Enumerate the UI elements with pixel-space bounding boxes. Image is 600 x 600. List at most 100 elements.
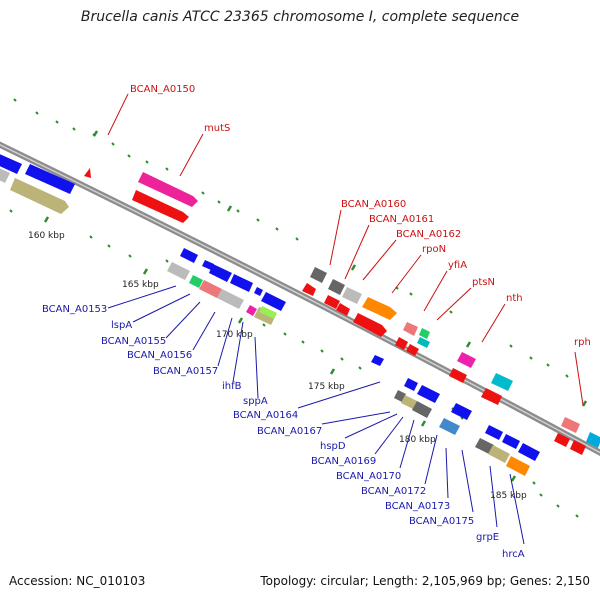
accession-text: Accession: NC_010103 <box>9 574 146 588</box>
gene-sppa[interactable] <box>261 292 286 311</box>
gene-a0156[interactable] <box>199 280 222 298</box>
label-bcan-a0167[interactable]: BCAN_A0167 <box>257 426 322 437</box>
gene-grpe-b[interactable] <box>488 445 510 463</box>
gene-yfia-b[interactable] <box>395 337 408 350</box>
gene-hrca-c[interactable] <box>518 443 540 461</box>
gene-a0167[interactable] <box>371 355 384 366</box>
gene-a0155[interactable] <box>209 264 232 282</box>
label-hspd[interactable]: hspD <box>320 441 346 452</box>
scale-label-165kbp: 165 kbp <box>122 280 159 290</box>
label-ihfb[interactable]: ihfB <box>222 381 242 392</box>
gene-a0161b[interactable] <box>324 295 340 309</box>
label-bcan-a0160[interactable]: BCAN_A0160 <box>341 199 406 210</box>
label-bcan-a0173[interactable]: BCAN_A0173 <box>385 501 450 512</box>
scale-label-170kbp: 170 kbp <box>216 330 253 340</box>
gene-yfia[interactable] <box>403 322 418 336</box>
label-bcan-a0172[interactable]: BCAN_A0172 <box>361 486 426 497</box>
gene-yfia-c[interactable] <box>406 344 419 356</box>
gene-ihfb[interactable] <box>254 287 263 296</box>
gene-a0155b[interactable] <box>230 274 253 292</box>
scale-label-160kbp: 160 kbp <box>28 231 65 241</box>
label-bcan-a0169[interactable]: BCAN_A0169 <box>311 456 376 467</box>
gene-ptsn-b[interactable] <box>417 337 430 348</box>
gene-hrca-b[interactable] <box>502 434 520 449</box>
gene-left-blue[interactable] <box>0 152 22 174</box>
gene-hspd-b[interactable] <box>417 385 440 403</box>
outer-major-ticks <box>92 130 588 407</box>
gene-nth-c[interactable] <box>481 388 502 405</box>
label-muts[interactable]: mutS <box>204 123 230 134</box>
gene-left-khaki[interactable] <box>10 178 69 214</box>
gene-nth[interactable] <box>457 352 476 368</box>
gene-a0170[interactable] <box>401 395 417 409</box>
label-bcan-a0161[interactable]: BCAN_A0161 <box>369 214 434 225</box>
gene-nth-b[interactable] <box>449 368 467 383</box>
label-grpe[interactable]: grpE <box>476 532 499 543</box>
gene-grpe[interactable] <box>475 438 494 454</box>
forward-genes <box>84 168 600 455</box>
gene-muts[interactable] <box>138 172 198 207</box>
gene-a0150[interactable] <box>84 168 91 178</box>
gene-muts-b[interactable] <box>132 190 189 223</box>
gene-sppa-b[interactable] <box>246 305 257 316</box>
gene-lspa[interactable] <box>202 260 214 270</box>
gene-a0157[interactable] <box>217 289 244 309</box>
outer-tick-row <box>13 98 569 378</box>
inner-tick-row <box>9 209 579 518</box>
label-bcan-a0156[interactable]: BCAN_A0156 <box>127 350 192 361</box>
forward-leader-lines <box>107 93 584 406</box>
label-lspa[interactable]: lspA <box>111 320 132 331</box>
gene-rph[interactable] <box>561 417 580 433</box>
gene-left-blue-b[interactable] <box>25 164 75 194</box>
forward-label-group: BCAN_A0150 mutS BCAN_A0160 BCAN_A0161 BC… <box>130 84 591 348</box>
label-bcan-a0153[interactable]: BCAN_A0153 <box>42 304 107 315</box>
gene-hrca[interactable] <box>485 425 503 440</box>
label-hrca[interactable]: hrcA <box>502 549 525 560</box>
gene-a0153b[interactable] <box>180 248 198 263</box>
gene-lspa-b[interactable] <box>189 275 203 288</box>
label-bcan-a0175[interactable]: BCAN_A0175 <box>409 516 474 527</box>
reverse-genes <box>0 152 540 476</box>
gene-a0162b[interactable] <box>336 303 350 316</box>
gene-hspd[interactable] <box>404 378 418 391</box>
label-yfia[interactable]: yfiA <box>448 260 467 271</box>
gene-rph-c[interactable] <box>570 440 586 455</box>
label-rph[interactable]: rph <box>574 337 591 348</box>
label-bcan-a0162[interactable]: BCAN_A0162 <box>396 229 461 240</box>
gene-a0160[interactable] <box>310 267 327 283</box>
label-bcan-a0157[interactable]: BCAN_A0157 <box>153 366 218 377</box>
label-nth[interactable]: nth <box>506 293 523 304</box>
reverse-label-group: BCAN_A0153 lspA BCAN_A0155 BCAN_A0156 BC… <box>42 304 525 560</box>
scale-label-180kbp: 180 kbp <box>399 435 436 445</box>
inner-major-ticks <box>43 216 517 482</box>
label-bcan-a0164[interactable]: BCAN_A0164 <box>233 410 298 421</box>
scale-label-175kbp: 175 kbp <box>308 382 345 392</box>
map-title: Brucella canis ATCC 23365 chromosome I, … <box>80 9 520 25</box>
gene-a0172[interactable] <box>412 401 432 418</box>
gene-hrca-d[interactable] <box>506 456 530 476</box>
label-ptsn[interactable]: ptsN <box>472 277 495 288</box>
gene-rpon[interactable] <box>362 297 397 320</box>
label-bcan-a0155[interactable]: BCAN_A0155 <box>101 336 166 347</box>
gene-left-gray[interactable] <box>0 166 10 183</box>
gene-a0161[interactable] <box>328 279 345 295</box>
gene-a0173[interactable] <box>451 403 472 420</box>
scale-label-185kbp: 185 kbp <box>490 491 527 501</box>
label-sppa[interactable]: sppA <box>243 396 268 407</box>
gene-a0164b[interactable] <box>259 306 277 319</box>
gene-rph-d[interactable] <box>586 432 600 448</box>
gene-ptsn[interactable] <box>419 328 430 339</box>
gene-rph-b[interactable] <box>554 433 570 447</box>
topology-text: Topology: circular; Length: 2,105,969 bp… <box>260 574 590 588</box>
label-rpon[interactable]: rpoN <box>422 244 446 255</box>
gene-a0153[interactable] <box>167 262 190 280</box>
gene-a0162[interactable] <box>342 287 362 304</box>
label-bcan-a0170[interactable]: BCAN_A0170 <box>336 471 401 482</box>
gene-cyan[interactable] <box>491 373 513 391</box>
label-bcan-a0150[interactable]: BCAN_A0150 <box>130 84 195 95</box>
gene-rpon-b[interactable] <box>353 313 387 337</box>
gene-a0175[interactable] <box>439 418 460 435</box>
gene-a0160b[interactable] <box>302 283 316 296</box>
